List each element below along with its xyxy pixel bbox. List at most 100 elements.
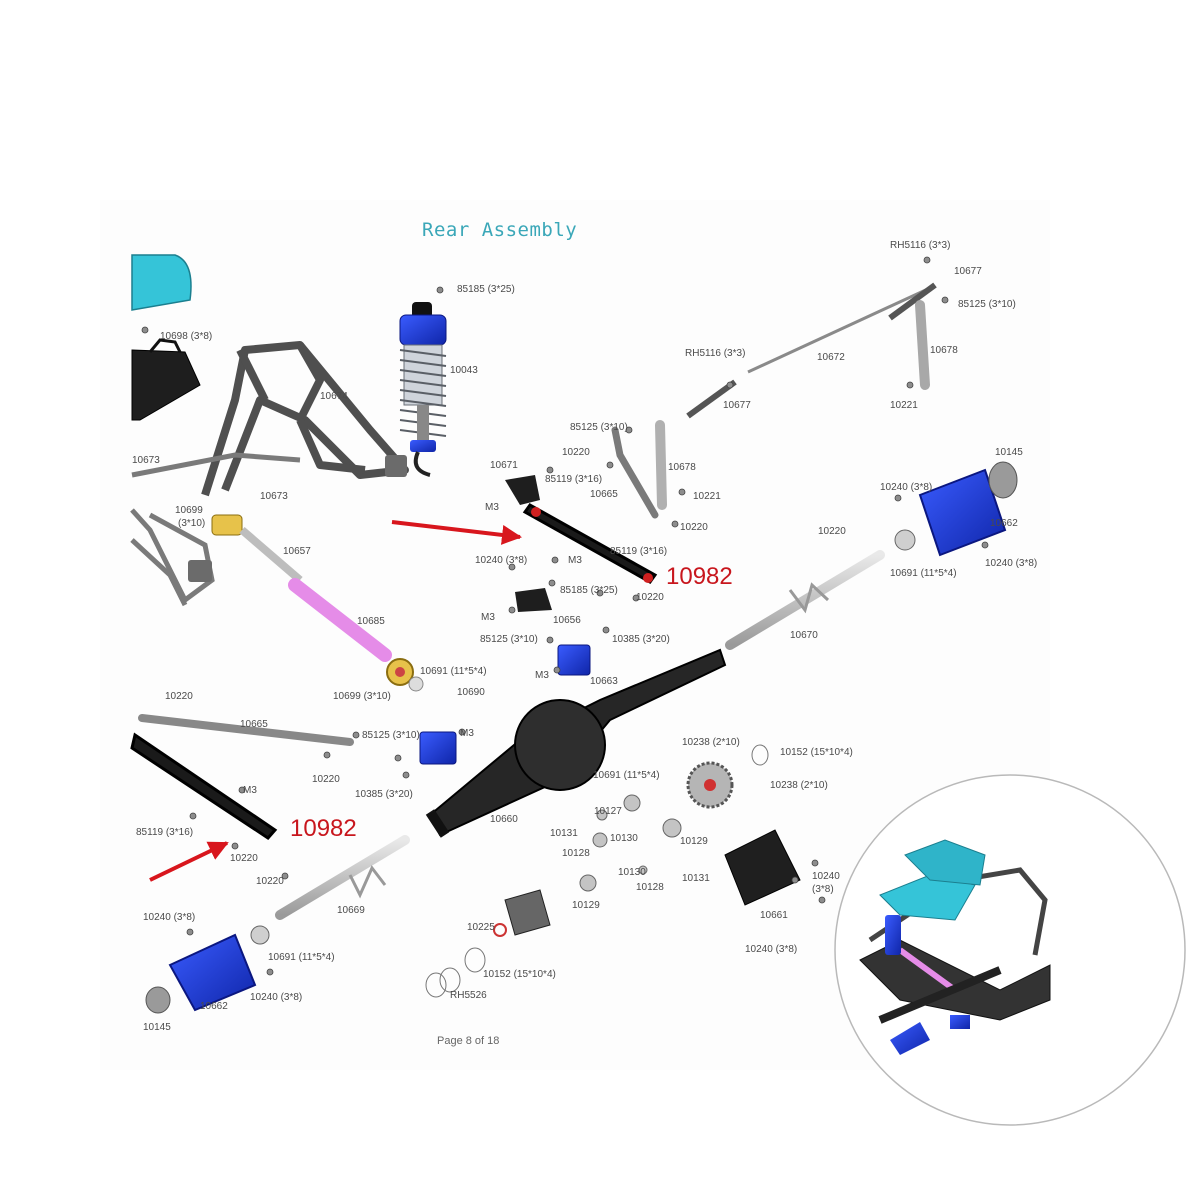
part-label: 10662 <box>990 518 1018 529</box>
part-label: M3 <box>460 728 474 739</box>
part-label: 10220 <box>636 592 664 603</box>
part-label: 10240 (3*8) <box>880 482 933 493</box>
part-label: 10691 (11*5*4) <box>593 770 660 781</box>
part-label: 10678 <box>930 345 958 356</box>
part-label: 10220 <box>680 522 708 533</box>
part-label: 10131 <box>682 873 710 884</box>
part-label: M3 <box>485 502 499 513</box>
shock-tower-frame <box>201 341 409 497</box>
part-label: 10698 (3*8) <box>160 331 213 342</box>
part-label: 10238 (2*10) <box>770 780 828 791</box>
part-label: 85119 (3*16) <box>610 546 668 557</box>
part-label: 10220 <box>818 526 846 537</box>
bearing-rings <box>425 744 769 998</box>
part-10982-lower <box>130 714 354 840</box>
part-label: 85125 (3*10) <box>570 422 628 433</box>
part-label: 10129 <box>680 836 708 847</box>
part-label: 10656 <box>553 615 581 626</box>
part-label: 10240 <box>812 871 840 882</box>
part-label: 10220 <box>312 774 340 785</box>
part-label: 85125 (3*10) <box>362 730 420 741</box>
part-label: 10127 <box>594 806 622 817</box>
part-label: 85185 (3*25) <box>457 284 515 295</box>
part-label: M3 <box>535 670 549 681</box>
portal-hub-left <box>145 925 270 1014</box>
part-label: 10128 <box>636 882 664 893</box>
axle-housing <box>425 648 727 838</box>
part-label: 10128 <box>562 848 590 859</box>
part-label: 10691 (11*5*4) <box>420 666 487 677</box>
part-label: 10665 <box>240 719 268 730</box>
page-footer: Page 8 of 18 <box>437 1035 500 1047</box>
hardware-screws <box>141 256 989 976</box>
part-label: 10240 (3*8) <box>985 558 1038 569</box>
diagram-title: Rear Assembly <box>422 219 578 241</box>
part-label: 10152 (15*10*4) <box>483 969 556 980</box>
upper-link-assembly <box>211 514 424 692</box>
body-shell-part <box>131 254 192 311</box>
part-label: 10674 <box>320 391 348 402</box>
part-label: 10678 <box>668 462 696 473</box>
part-label: 10240 (3*8) <box>143 912 196 923</box>
part-label: 85119 (3*16) <box>136 827 194 838</box>
part-label: 10663 <box>590 676 618 687</box>
part-label: 10660 <box>490 814 518 825</box>
lower-frame-detail <box>188 455 407 582</box>
part-label: 10145 <box>143 1022 171 1033</box>
part-label: 10225 <box>467 922 495 933</box>
part-label: 10152 (15*10*4) <box>780 747 853 758</box>
callout-label-upper: 10982 <box>666 563 733 590</box>
diff-cover <box>724 829 801 906</box>
portal-hub-right <box>894 461 1018 557</box>
part-label: 10670 <box>790 630 818 641</box>
part-label: (3*8) <box>812 884 834 895</box>
part-label: 10131 <box>550 828 578 839</box>
part-label: 10385 (3*20) <box>355 789 413 800</box>
part-label: 10129 <box>572 900 600 911</box>
part-label: 10690 <box>457 687 485 698</box>
part-label: 10240 (3*8) <box>475 555 528 566</box>
locker-spool <box>493 889 551 937</box>
part-label: 10238 (2*10) <box>682 737 740 748</box>
part-label: 85125 (3*10) <box>480 634 538 645</box>
part-label: 10673 <box>260 491 288 502</box>
part-label: RH5526 <box>450 990 487 1001</box>
link-mount-bracket <box>505 475 552 612</box>
diff-small-gears <box>579 794 682 892</box>
shock-absorber <box>399 302 447 477</box>
part-label: (3*10) <box>178 518 206 529</box>
part-label: 85119 (3*16) <box>545 474 603 485</box>
part-label: M3 <box>481 612 495 623</box>
part-label: 10677 <box>723 400 751 411</box>
axle-shaft-left <box>275 835 410 920</box>
part-label: 10221 <box>693 491 721 502</box>
part-label: 10220 <box>230 853 258 864</box>
part-label: 10672 <box>817 352 845 363</box>
part-label: 10691 (11*5*4) <box>268 952 335 963</box>
part-label: RH5116 (3*3) <box>890 240 951 251</box>
part-label: 10240 (3*8) <box>250 992 303 1003</box>
part-label: 10240 (3*8) <box>745 944 798 955</box>
part-label: 85125 (3*10) <box>958 299 1016 310</box>
part-label: 10657 <box>283 546 311 557</box>
part-10982-upper <box>522 503 658 584</box>
part-label: 10130 <box>610 833 638 844</box>
part-label: 10661 <box>760 910 788 921</box>
part-label: 10685 <box>357 616 385 627</box>
upper-bent-arm <box>611 426 659 519</box>
part-label: 10699 <box>175 505 203 516</box>
part-label: 10677 <box>954 266 982 277</box>
part-label: 10220 <box>165 691 193 702</box>
part-label: 10665 <box>590 489 618 500</box>
part-label: 10043 <box>450 365 478 376</box>
part-label: 10673 <box>132 455 160 466</box>
chassis-rails <box>130 452 301 607</box>
part-label: 10130 <box>618 867 646 878</box>
part-label: 85185 (3*25) <box>560 585 618 596</box>
part-label: 10669 <box>337 905 365 916</box>
rear-panhard-link <box>655 282 937 510</box>
part-label: 10220 <box>562 447 590 458</box>
part-label: 10385 (3*20) <box>612 634 670 645</box>
